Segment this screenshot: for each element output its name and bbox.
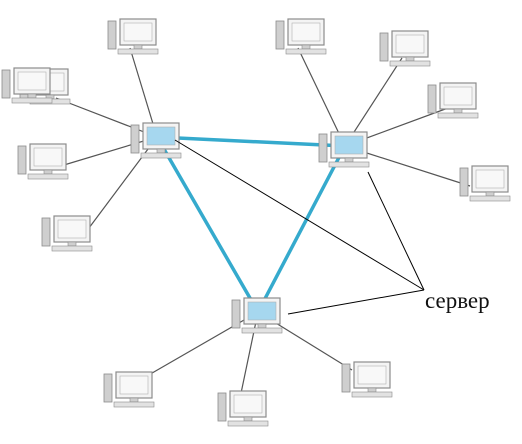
keyboard: [351, 391, 393, 398]
screen: [291, 22, 321, 42]
tower: [275, 20, 285, 50]
link-server-left-server-right: [156, 135, 346, 148]
stand: [133, 44, 143, 50]
screen: [33, 147, 63, 167]
server-left-server-computer-icon: [130, 122, 182, 159]
server-right-cable-1: [297, 47, 346, 147]
stand: [344, 157, 354, 163]
server-right-client-4-computer-icon: [459, 165, 511, 202]
pointer-line-bottom: [287, 289, 425, 315]
stand: [405, 56, 415, 62]
screen: [247, 301, 277, 321]
screen: [443, 86, 473, 106]
stand: [43, 169, 53, 175]
server-bottom-client-2-computer-icon: [217, 390, 269, 427]
keyboard: [241, 327, 283, 334]
server-right-cable-2: [344, 57, 403, 147]
stand: [27, 93, 37, 99]
keyboard: [51, 245, 93, 252]
stand: [67, 241, 77, 247]
server-left-cable-3: [53, 136, 158, 169]
server-left-client-3-computer-icon: [17, 143, 69, 180]
link-server-left-server-bottom: [155, 136, 260, 313]
server-left-client-1-computer-icon: [107, 18, 159, 55]
screen: [233, 394, 263, 414]
keyboard: [27, 173, 69, 180]
keyboard: [227, 420, 269, 427]
screen: [123, 22, 153, 42]
stand: [257, 323, 267, 329]
keyboard: [389, 60, 431, 67]
screen: [334, 135, 364, 155]
screen: [17, 71, 47, 91]
keyboard: [285, 48, 327, 55]
screen: [119, 375, 149, 395]
server-left-cable-1: [129, 47, 158, 138]
server-right-client-2-computer-icon: [379, 30, 431, 67]
server-left-client-4-computer-icon: [41, 215, 93, 252]
keyboard: [117, 48, 159, 55]
server-bottom-cable-2: [239, 311, 259, 399]
tower: [41, 217, 51, 247]
server-bottom-client-1-computer-icon: [103, 371, 155, 408]
screen: [357, 365, 387, 385]
keyboard: [437, 112, 479, 119]
stand: [485, 191, 495, 197]
tower: [107, 20, 117, 50]
server-right-client-3-computer-icon: [427, 82, 479, 119]
server-right-server-computer-icon: [318, 131, 370, 168]
tower: [459, 167, 469, 197]
keyboard: [113, 401, 155, 408]
stand: [301, 44, 311, 50]
pointer-line-left: [174, 139, 425, 291]
link-server-right-server-bottom: [256, 145, 347, 313]
stand: [453, 108, 463, 114]
tower: [427, 84, 437, 114]
screen: [146, 126, 176, 146]
tower: [318, 133, 328, 163]
pointer-line-right: [367, 171, 425, 291]
screen: [57, 219, 87, 239]
tower: [231, 299, 241, 329]
keyboard: [11, 97, 53, 104]
server-left-cable-4: [79, 136, 158, 241]
tower: [130, 124, 140, 154]
tower: [1, 69, 11, 99]
stand: [367, 387, 377, 393]
stand: [129, 397, 139, 403]
screen: [395, 34, 425, 54]
server-right-client-1-computer-icon: [275, 18, 327, 55]
stand: [156, 148, 166, 154]
screen: [475, 169, 505, 189]
stand: [243, 416, 253, 422]
tower: [217, 392, 227, 422]
tower: [103, 373, 113, 403]
keyboard: [469, 195, 511, 202]
tower: [341, 363, 351, 393]
server-label: сервер: [425, 288, 490, 313]
tower: [17, 145, 27, 175]
keyboard: [140, 152, 182, 159]
server-left-cable-2: [55, 97, 158, 138]
server-left-client-5-computer-icon: [1, 67, 53, 104]
tower: [379, 32, 389, 62]
keyboard: [328, 161, 370, 168]
server-bottom-server-computer-icon: [231, 297, 283, 334]
server-bottom-client-3-computer-icon: [341, 361, 393, 398]
